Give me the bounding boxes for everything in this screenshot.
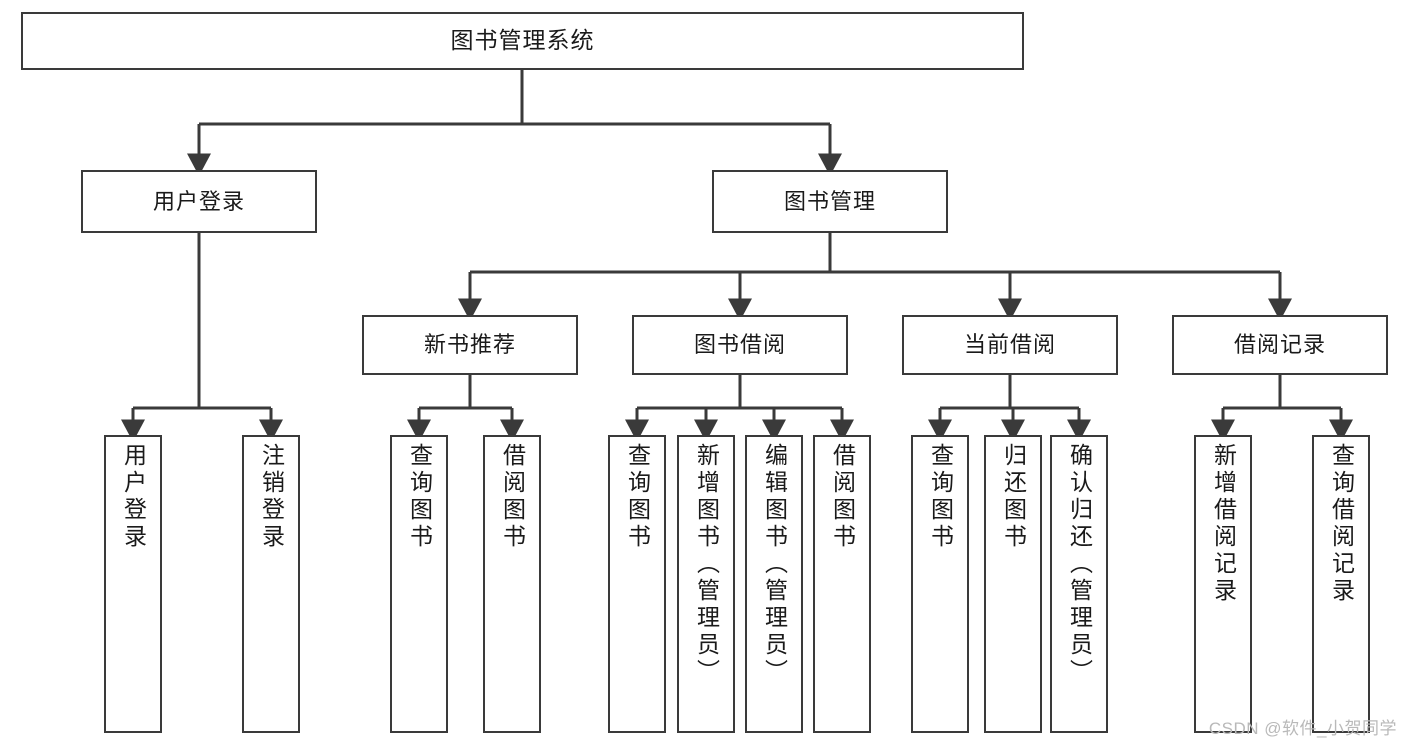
leaf-query-book-borrow[interactable]: 查询图书 <box>608 435 666 733</box>
leaf-return-book[interactable]: 归还图书 <box>984 435 1042 733</box>
leaf-user-login-label: 用户登录 <box>120 443 147 551</box>
leaf-confirm-return-admin[interactable]: 确认归还（管理员） <box>1050 435 1108 733</box>
leaf-query-book-current-label: 查询图书 <box>927 443 954 551</box>
node-book-borrow[interactable]: 图书借阅 <box>632 315 848 375</box>
leaf-add-book-admin[interactable]: 新增图书（管理员） <box>677 435 735 733</box>
leaf-edit-book-admin-label: 编辑图书（管理员） <box>761 443 788 686</box>
node-current-borrow[interactable]: 当前借阅 <box>902 315 1118 375</box>
node-new-book-recommend[interactable]: 新书推荐 <box>362 315 578 375</box>
leaf-borrow-book[interactable]: 借阅图书 <box>813 435 871 733</box>
leaf-query-book-recommend[interactable]: 查询图书 <box>390 435 448 733</box>
node-book-borrow-label: 图书借阅 <box>693 332 786 358</box>
leaf-borrow-book-recommend-label: 借阅图书 <box>499 443 526 551</box>
leaf-add-borrow-record-label: 新增借阅记录 <box>1210 443 1237 605</box>
leaf-query-book-borrow-label: 查询图书 <box>624 443 651 551</box>
node-book-management-label: 图书管理 <box>783 188 876 214</box>
node-borrow-record-label: 借阅记录 <box>1233 332 1326 358</box>
node-borrow-record[interactable]: 借阅记录 <box>1172 315 1388 375</box>
leaf-query-borrow-record[interactable]: 查询借阅记录 <box>1312 435 1370 733</box>
leaf-query-book-recommend-label: 查询图书 <box>406 443 433 551</box>
leaf-add-book-admin-label: 新增图书（管理员） <box>693 443 720 686</box>
node-book-management[interactable]: 图书管理 <box>712 170 948 233</box>
node-user-login-label: 用户登录 <box>152 188 245 214</box>
leaf-return-book-label: 归还图书 <box>1000 443 1027 551</box>
leaf-edit-book-admin[interactable]: 编辑图书（管理员） <box>745 435 803 733</box>
leaf-user-logout[interactable]: 注销登录 <box>242 435 300 733</box>
node-root[interactable]: 图书管理系统 <box>21 12 1024 70</box>
leaf-confirm-return-admin-label: 确认归还（管理员） <box>1066 443 1093 686</box>
leaf-add-borrow-record[interactable]: 新增借阅记录 <box>1194 435 1252 733</box>
node-current-borrow-label: 当前借阅 <box>963 332 1056 358</box>
leaf-user-login[interactable]: 用户登录 <box>104 435 162 733</box>
node-root-label: 图书管理系统 <box>450 27 595 54</box>
leaf-borrow-book-label: 借阅图书 <box>829 443 856 551</box>
node-user-login[interactable]: 用户登录 <box>81 170 317 233</box>
leaf-query-borrow-record-label: 查询借阅记录 <box>1328 443 1355 605</box>
leaf-borrow-book-recommend[interactable]: 借阅图书 <box>483 435 541 733</box>
leaf-user-logout-label: 注销登录 <box>258 443 285 551</box>
node-new-book-recommend-label: 新书推荐 <box>423 332 516 358</box>
leaf-query-book-current[interactable]: 查询图书 <box>911 435 969 733</box>
watermark-text: CSDN @软件_小贺同学 <box>1208 719 1397 738</box>
